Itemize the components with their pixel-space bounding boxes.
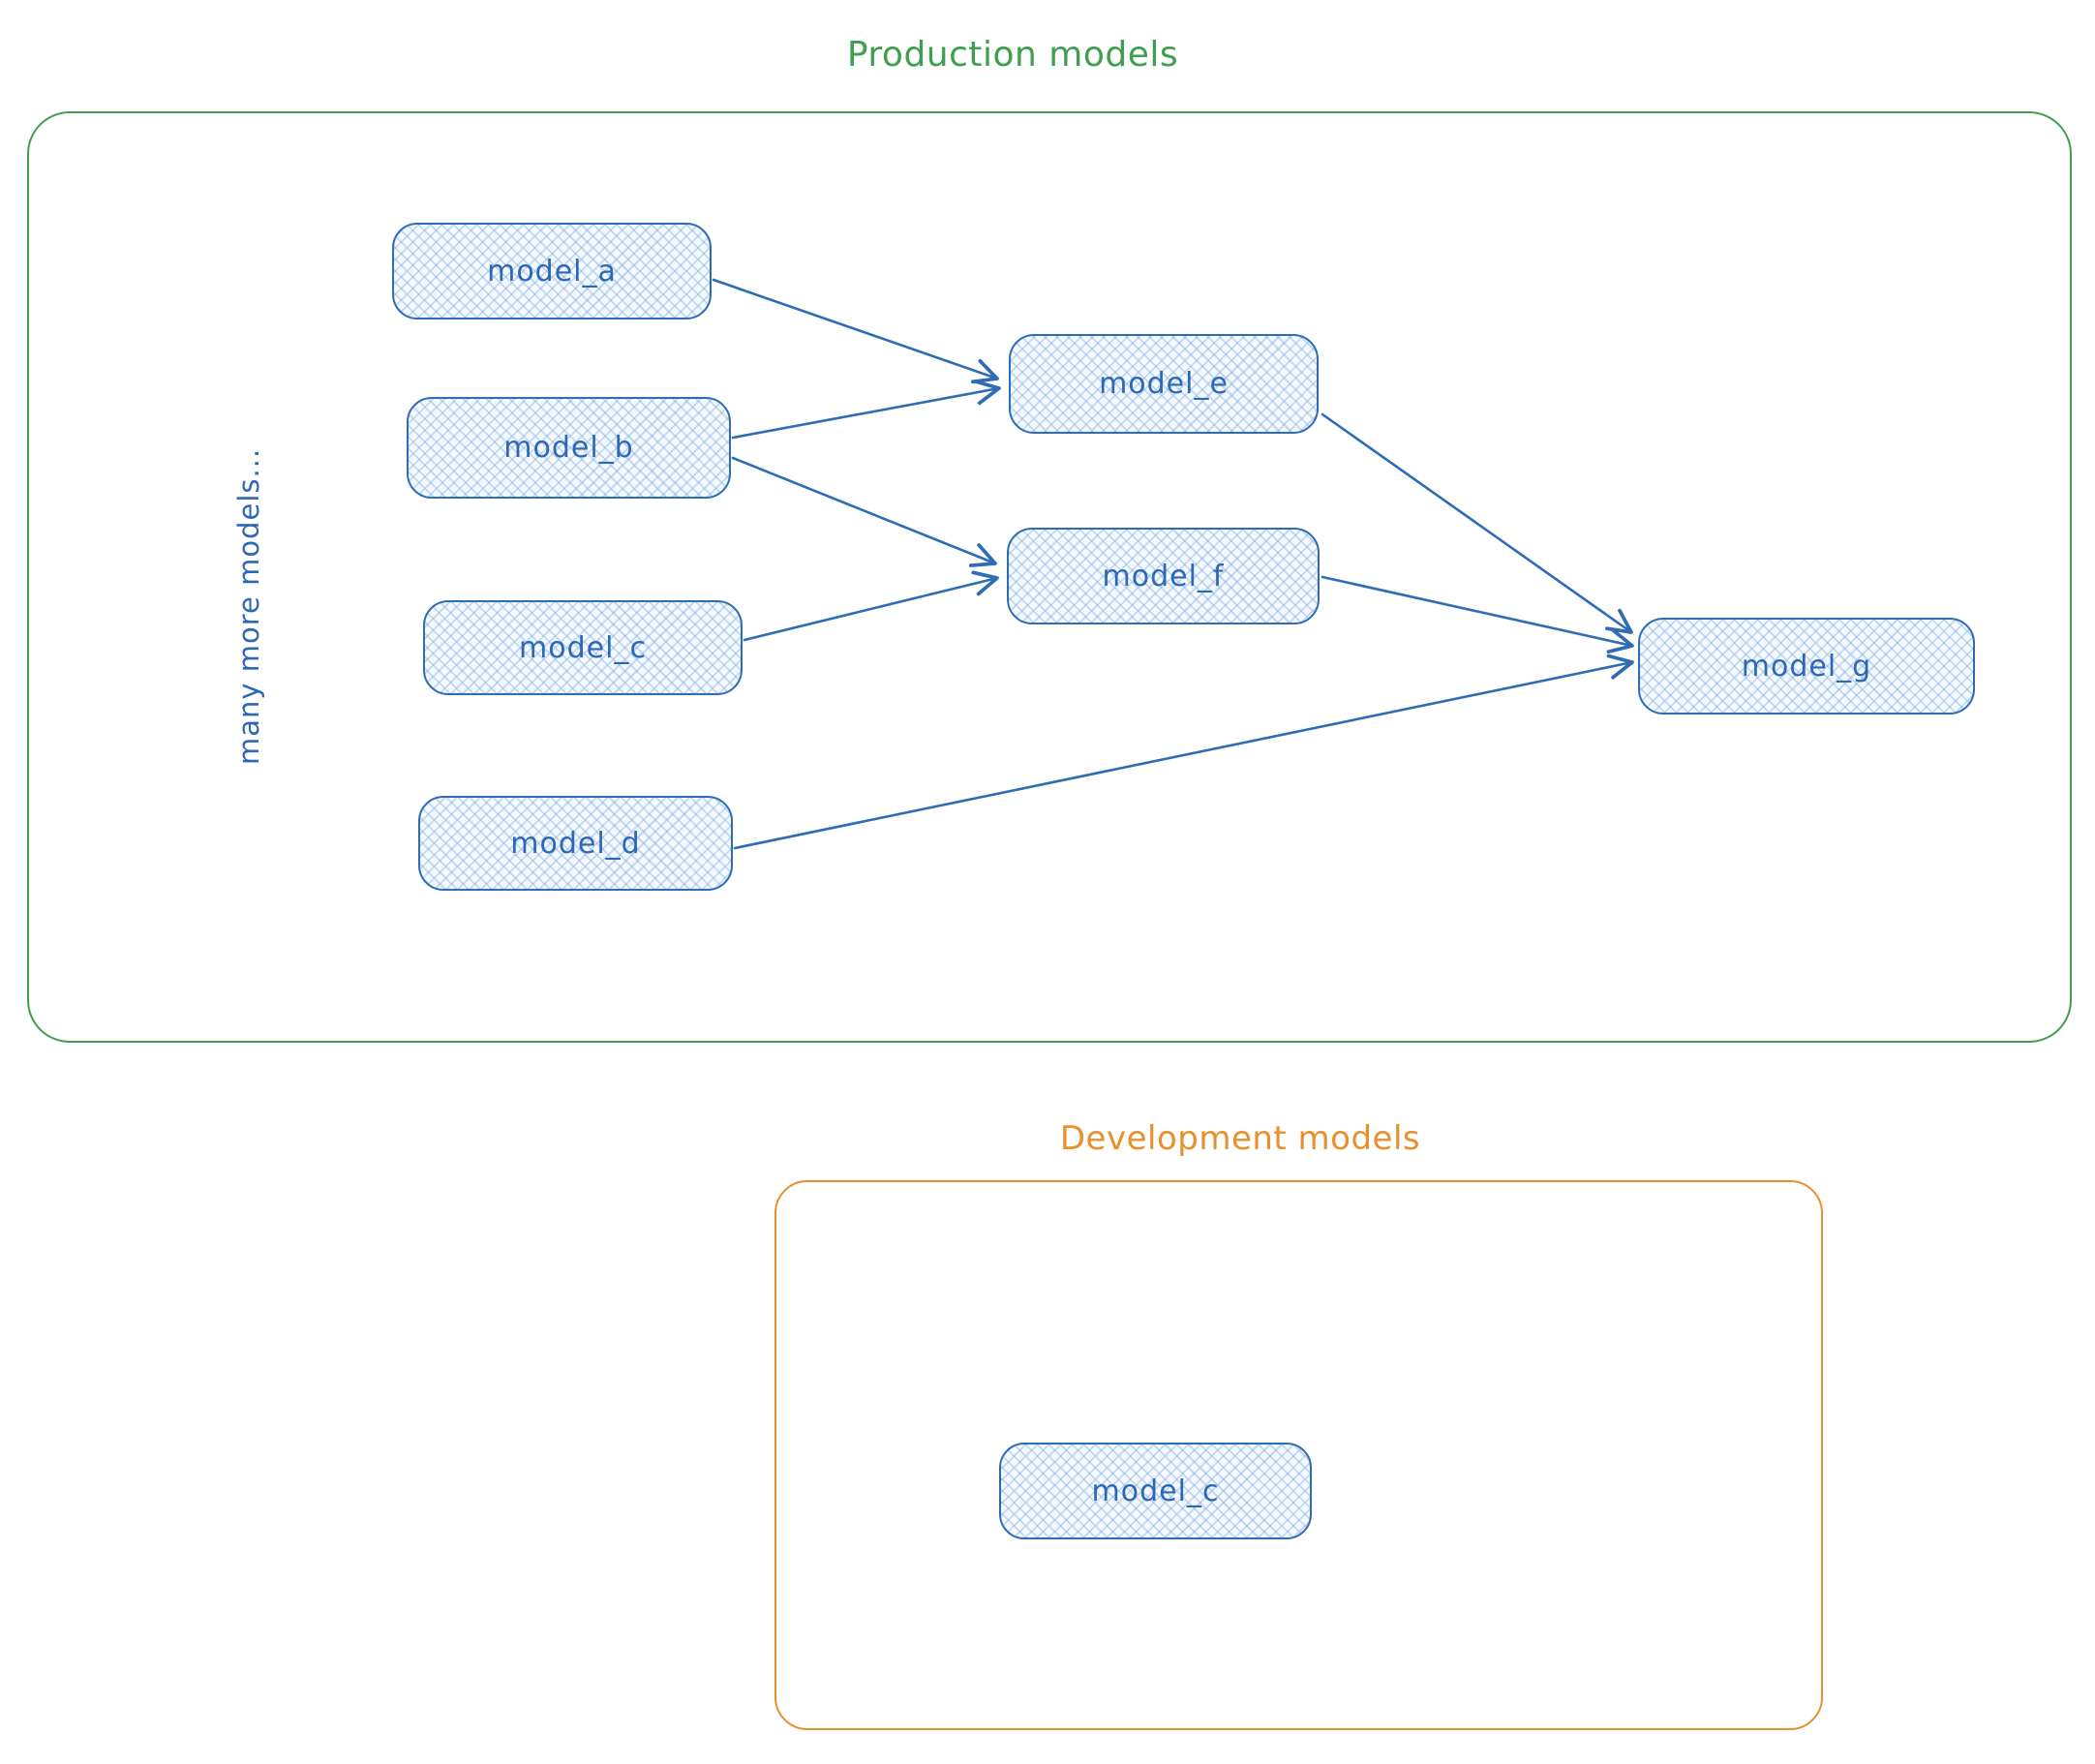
production-frame bbox=[27, 111, 2072, 1043]
development-frame-title: Development models bbox=[1059, 1119, 1421, 1158]
development-frame bbox=[774, 1180, 1823, 1730]
node-model-c-development: model_c bbox=[999, 1443, 1312, 1539]
node-model-f: model_f bbox=[1007, 528, 1320, 624]
node-model-a: model_a bbox=[392, 223, 712, 319]
many-more-models-label: many more models... bbox=[232, 447, 265, 765]
production-frame-title: Production models bbox=[846, 35, 1179, 75]
node-model-g-label: model_g bbox=[1741, 649, 1872, 684]
node-model-d-label: model_d bbox=[510, 826, 641, 861]
node-model-e-label: model_e bbox=[1099, 367, 1229, 401]
node-model-c: model_c bbox=[423, 600, 743, 695]
node-model-g: model_g bbox=[1638, 618, 1975, 715]
node-model-e: model_e bbox=[1009, 334, 1319, 434]
node-model-b-label: model_b bbox=[503, 431, 634, 465]
node-model-a-label: model_a bbox=[487, 254, 617, 289]
node-model-d: model_d bbox=[418, 796, 733, 891]
node-model-c-label: model_c bbox=[519, 630, 647, 665]
node-model-c-development-label: model_c bbox=[1091, 1474, 1220, 1508]
node-model-b: model_b bbox=[407, 397, 731, 499]
node-model-f-label: model_f bbox=[1102, 559, 1225, 593]
